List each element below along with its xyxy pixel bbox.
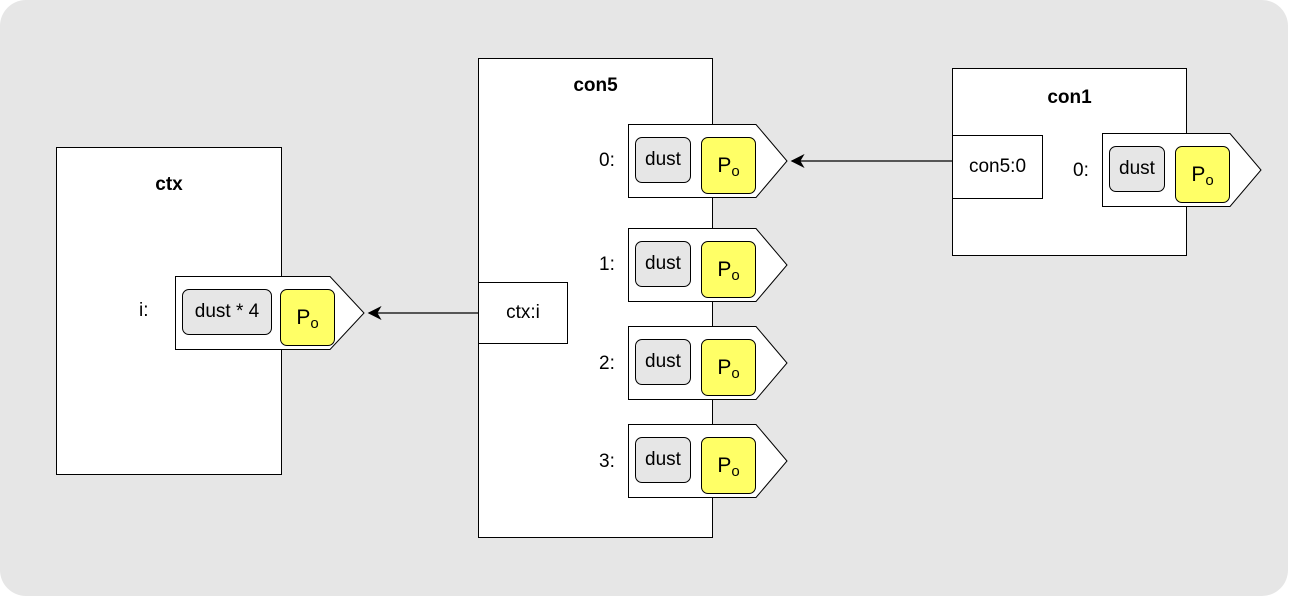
p-subscript: o — [731, 365, 740, 382]
con5-port-ctx-i[interactable]: ctx:i — [478, 282, 568, 344]
p-label: P — [296, 305, 311, 329]
con5-slot-0-index: 0: — [599, 150, 615, 171]
dust-cell: dust * 4 — [182, 289, 272, 335]
con1-slot-0-index: 0: — [1073, 160, 1089, 181]
con5-title: con5 — [573, 75, 618, 96]
p-subscript: o — [731, 163, 740, 180]
p-label: P — [717, 153, 732, 177]
p-label: P — [717, 355, 732, 379]
ctx-slot-index: i: — [139, 300, 149, 321]
dust-cell: dust — [1109, 146, 1165, 192]
p-subscript: o — [731, 267, 740, 284]
p-subscript: o — [731, 463, 740, 480]
con5-slot-3-index: 3: — [599, 451, 615, 472]
con1-title: con1 — [1047, 87, 1092, 108]
con5-slot-2-index: 2: — [599, 353, 615, 374]
p-subscript: o — [310, 315, 319, 332]
dust-cell: dust — [635, 339, 691, 385]
dust-cell: dust — [635, 437, 691, 483]
con5-slot-1-index: 1: — [599, 254, 615, 275]
con1-port-con5-0[interactable]: con5:0 — [952, 135, 1043, 199]
dust-cell: dust — [635, 137, 691, 183]
p-subscript: o — [1205, 172, 1214, 189]
p-label: P — [717, 453, 732, 477]
ctx-title: ctx — [155, 174, 183, 195]
p-label: P — [717, 257, 732, 281]
dust-cell: dust — [635, 241, 691, 287]
p-label: P — [1191, 162, 1206, 186]
